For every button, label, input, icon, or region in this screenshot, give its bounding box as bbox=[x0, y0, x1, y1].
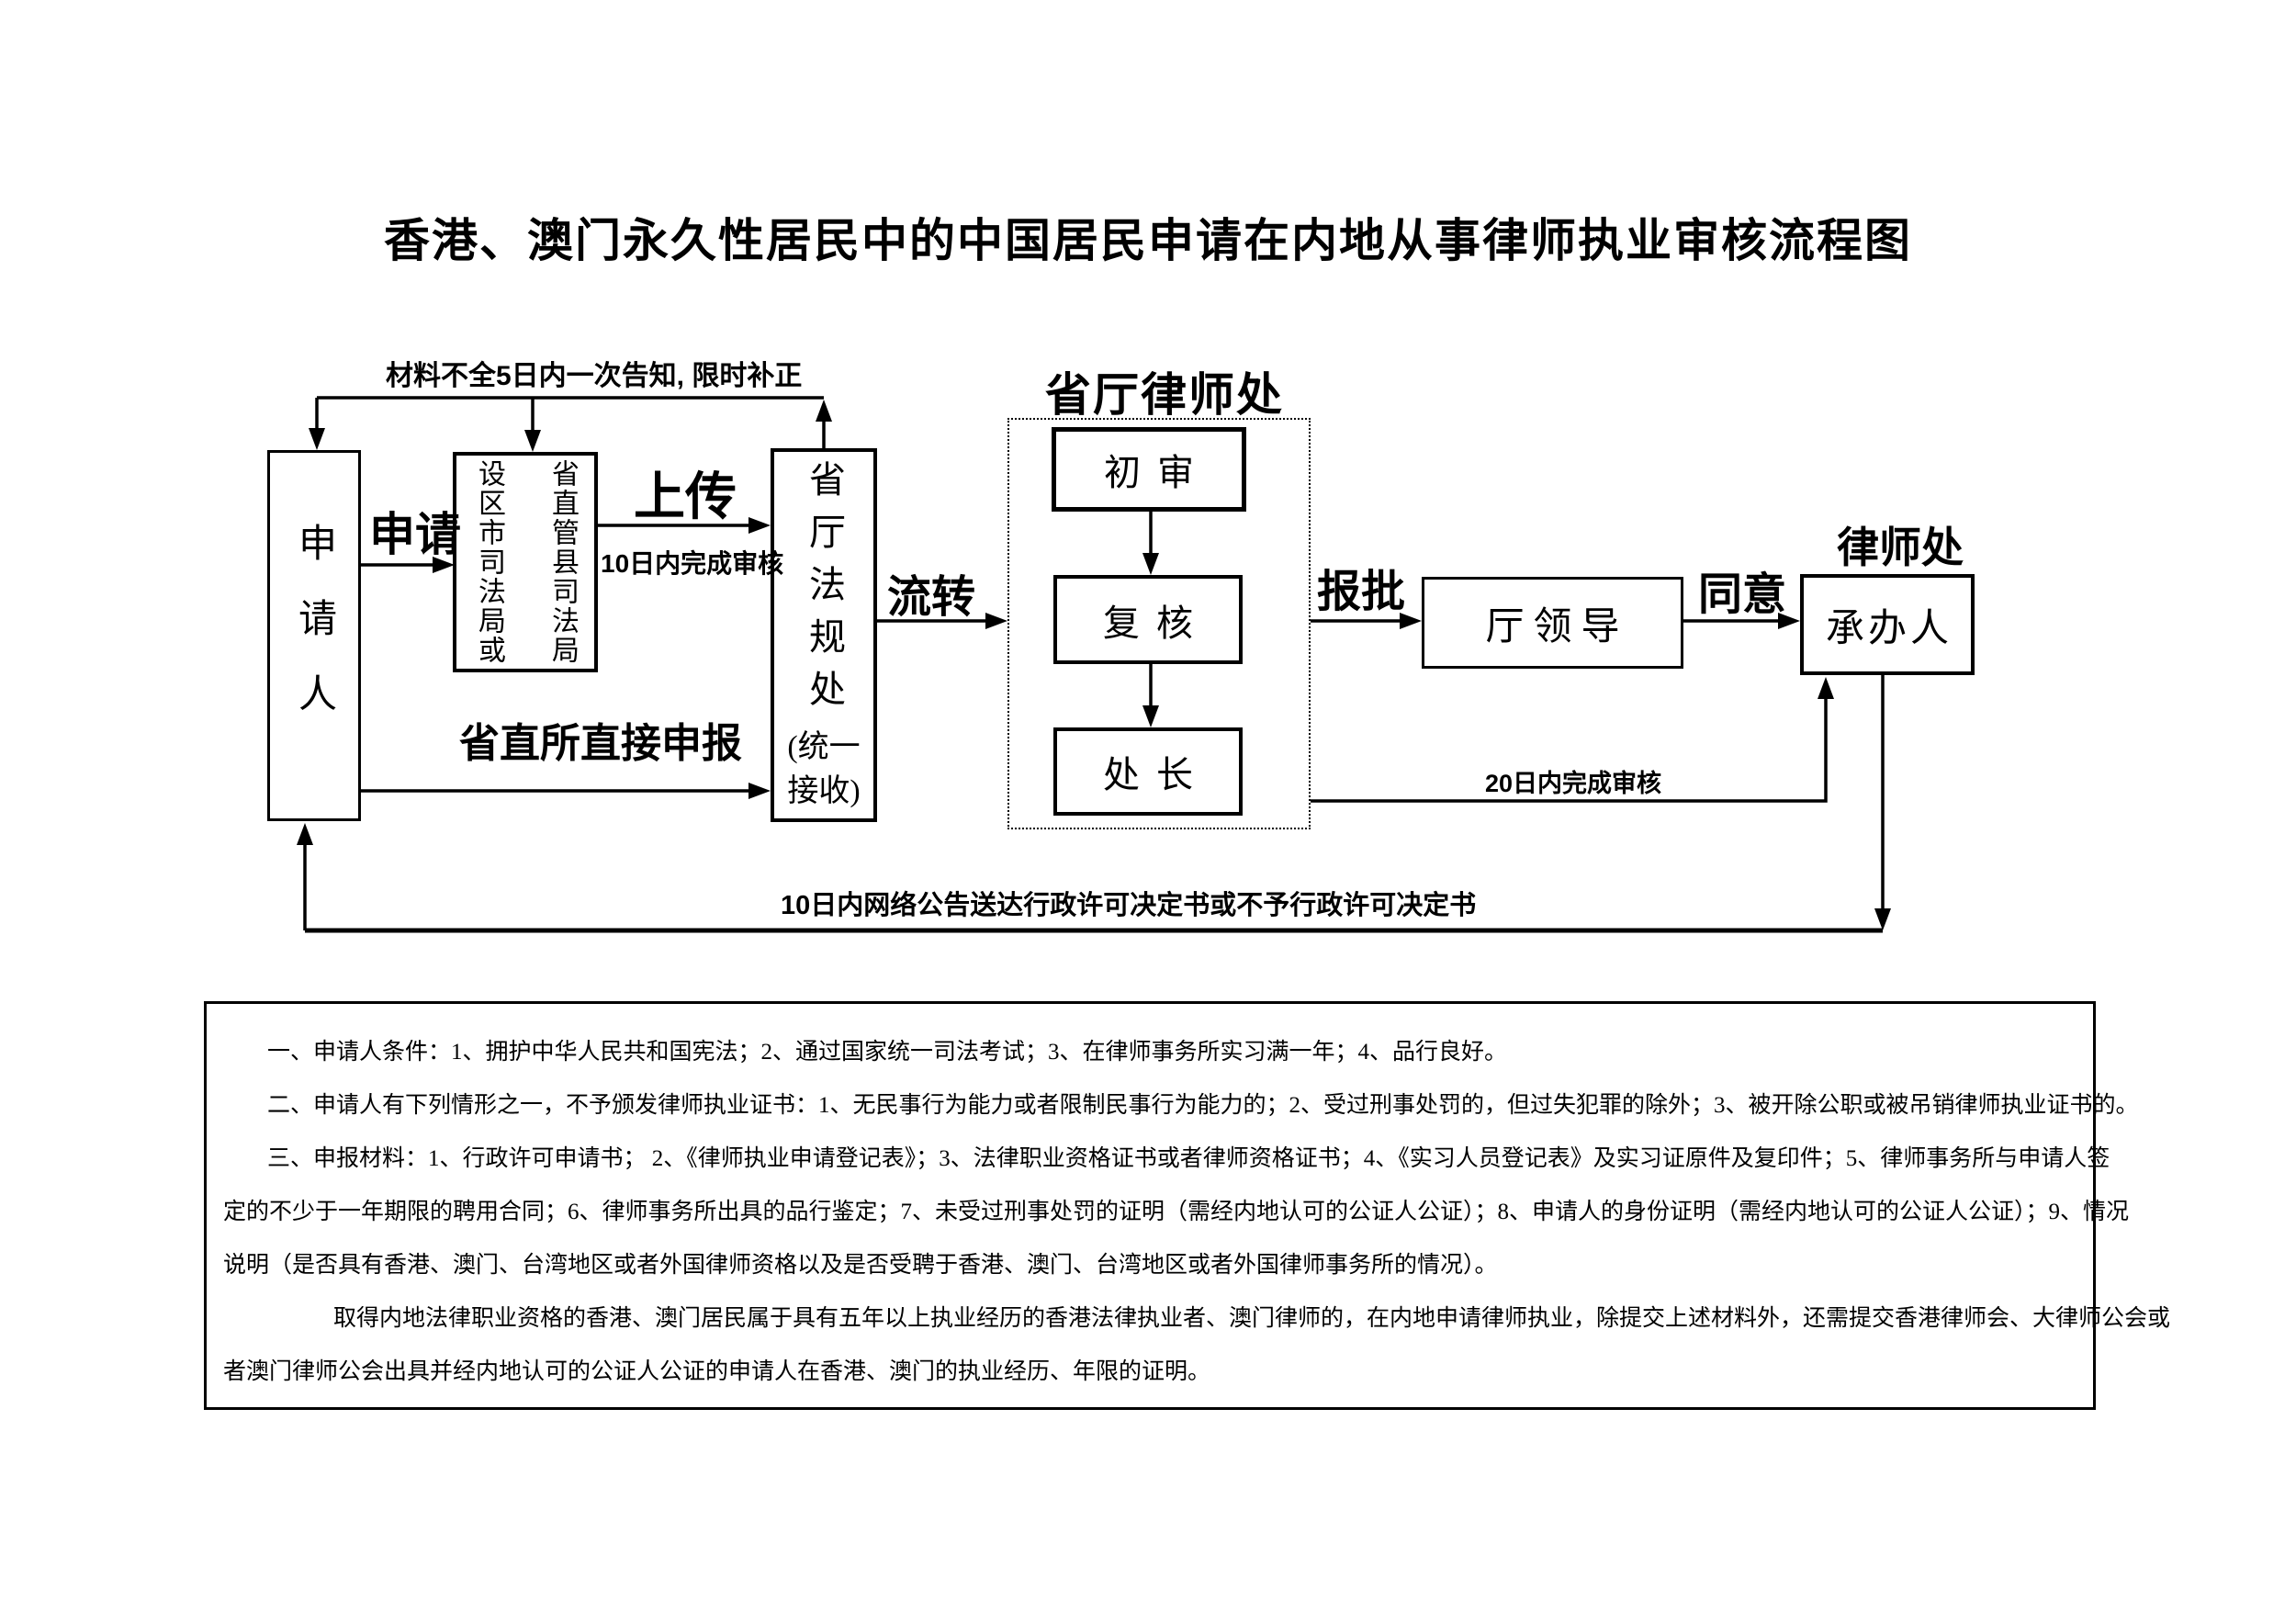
edge-label-submit-for-approval: 报批 bbox=[1317, 568, 1406, 616]
arrowhead-down-applicant bbox=[309, 428, 325, 450]
arrowhead-decision-up bbox=[297, 823, 313, 845]
node-department-leader: 厅领导 bbox=[1422, 577, 1683, 669]
arrowhead-circulate bbox=[985, 613, 1007, 629]
node-applicant-label: 申请人 bbox=[292, 523, 335, 749]
edge-label-upload: 上传 bbox=[634, 468, 737, 525]
group-title-lawyer-division: 省厅律师处 bbox=[1045, 369, 1284, 421]
arrowhead-down-bureau bbox=[524, 430, 541, 452]
edge-label-agree: 同意 bbox=[1698, 570, 1787, 619]
node-department-leader-label: 厅领导 bbox=[1485, 605, 1629, 648]
note-line: 二、申请人有下列情形之一，不予颁发律师执业证书：1、无民事行为能力或者限制民事行… bbox=[267, 1093, 2139, 1118]
arrowhead-upload bbox=[748, 517, 771, 534]
edge-label-decision-delivery: 10日内网络公告送达行政许可决定书或不予行政许可决定书 bbox=[781, 891, 1477, 920]
note-line: 一、申请人条件：1、拥护中华人民共和国宪法；2、通过国家统一司法考试；3、在律师… bbox=[267, 1040, 1508, 1065]
label-lawyer-division: 律师处 bbox=[1837, 524, 1964, 571]
edge-label-review-deadline: 20日内完成审核 bbox=[1485, 770, 1662, 797]
arrowhead-direct-report bbox=[748, 783, 771, 799]
node-local-judicial-bureau-right-column: 省直管县司法局 bbox=[547, 459, 578, 665]
edge-label-circulate: 流转 bbox=[887, 573, 976, 622]
node-case-handler-label: 承办人 bbox=[1825, 607, 1953, 650]
note-line: 说明（是否具有香港、澳门、台湾地区或者外国律师资格以及是否受聘于香港、澳门、台湾… bbox=[223, 1253, 1498, 1278]
node-provincial-legal-affairs-subline1: (统一 bbox=[787, 730, 861, 764]
node-division-chief-label: 处长 bbox=[1103, 754, 1210, 795]
page-title: 香港、澳门永久性居民中的中国居民申请在内地从事律师执业审核流程图 bbox=[384, 215, 1912, 266]
node-second-review-label: 复核 bbox=[1103, 602, 1210, 644]
node-provincial-legal-affairs-division: 省厅法规处 (统一 接收) bbox=[771, 448, 877, 822]
edge-label-upload-deadline: 10日内完成审核 bbox=[601, 549, 784, 578]
edge-label-apply: 申请 bbox=[369, 509, 461, 560]
arrowhead-up-feedback bbox=[816, 400, 832, 422]
node-initial-review: 初审 bbox=[1052, 427, 1246, 512]
arrowhead-handler-down bbox=[1874, 908, 1891, 930]
edge-label-incomplete-notice: 材料不全5日内一次告知, 限时补正 bbox=[386, 361, 803, 391]
group-lawyer-division-container bbox=[1007, 418, 1311, 829]
node-initial-review-label: 初审 bbox=[1104, 452, 1210, 493]
node-local-judicial-bureau: 设区市司法局或 省直管县司法局 bbox=[453, 452, 598, 672]
node-case-handler: 承办人 bbox=[1800, 574, 1975, 675]
note-line: 三、申报材料：1、行政许可申请书； 2、《律师执业申请登记表》；3、法律职业资格… bbox=[267, 1146, 2110, 1171]
node-second-review: 复核 bbox=[1053, 575, 1243, 664]
edge-label-direct-report: 省直所直接申报 bbox=[459, 721, 742, 766]
node-applicant: 申请人 bbox=[267, 450, 361, 821]
node-division-chief: 处长 bbox=[1053, 727, 1243, 816]
node-provincial-legal-affairs-subline2: 接收) bbox=[787, 774, 861, 808]
notes-box: 一、申请人条件：1、拥护中华人民共和国宪法；2、通过国家统一司法考试；3、在律师… bbox=[204, 1001, 2171, 1410]
note-line: 取得内地法律职业资格的香港、澳门居民属于具有五年以上执业经历的香港法律执业者、澳… bbox=[333, 1306, 2171, 1331]
note-line: 定的不少于一年期限的聘用合同；6、律师事务所出具的品行鉴定；7、未受过刑事处罚的… bbox=[223, 1200, 2130, 1224]
node-provincial-legal-affairs-label: 省厅法规处 bbox=[804, 460, 845, 722]
note-line: 者澳门律师公会出具并经内地认可的公证人公证的申请人在香港、澳门的执业经历、年限的… bbox=[223, 1359, 1211, 1384]
node-local-judicial-bureau-left-column: 设区市司法局或 bbox=[474, 459, 504, 665]
arrowhead-20days-up bbox=[1818, 677, 1834, 699]
